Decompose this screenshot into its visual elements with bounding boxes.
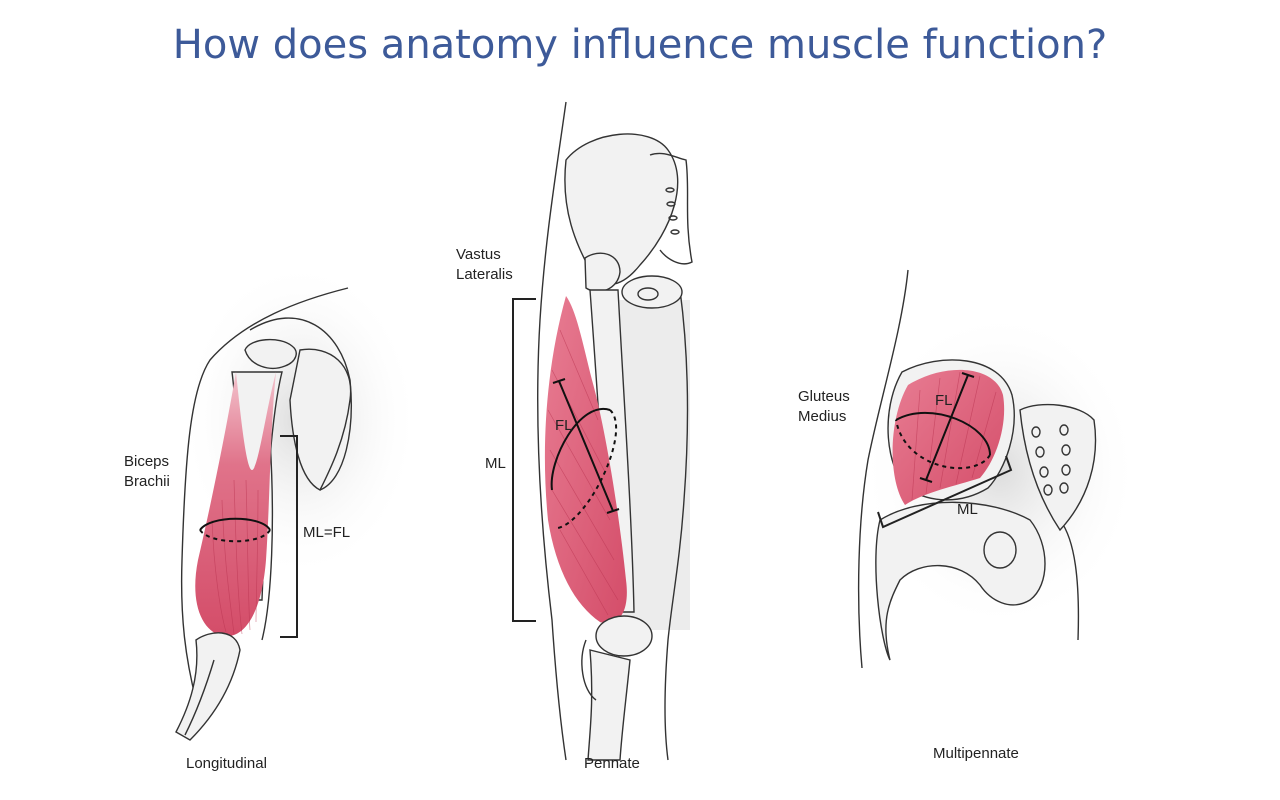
measure-label: ML (957, 501, 978, 518)
panel-caption: Longitudinal (186, 755, 267, 772)
pelvis-bone (565, 134, 678, 284)
fiber-label: FL (555, 417, 573, 434)
fiber-label: FL (935, 392, 953, 409)
panel-pennate: Vastus Lateralis ML FL Pennate (456, 102, 692, 772)
ml-bracket (513, 299, 536, 621)
patella (596, 616, 652, 656)
muscle-label-line2: Lateralis (456, 266, 513, 283)
panel-caption: Multipennate (933, 745, 1019, 762)
tibia (588, 650, 630, 760)
measure-label: ML=FL (303, 524, 350, 541)
panel-multipennate: Gluteus Medius ML FL Multipennate (798, 270, 1140, 762)
muscle-label-line1: Vastus (456, 246, 501, 263)
femur-head (585, 253, 620, 291)
muscle-label-line2: Brachii (124, 473, 170, 490)
panel-longitudinal: Biceps Brachii ML=FL Longitudinal (124, 260, 420, 772)
measure-label: ML (485, 455, 506, 472)
muscle-label-line2: Medius (798, 408, 846, 425)
panel-caption: Pennate (584, 755, 640, 772)
muscle-label-line1: Gluteus (798, 388, 850, 405)
acetabulum (622, 276, 682, 308)
muscle-label-line1: Biceps (124, 453, 169, 470)
